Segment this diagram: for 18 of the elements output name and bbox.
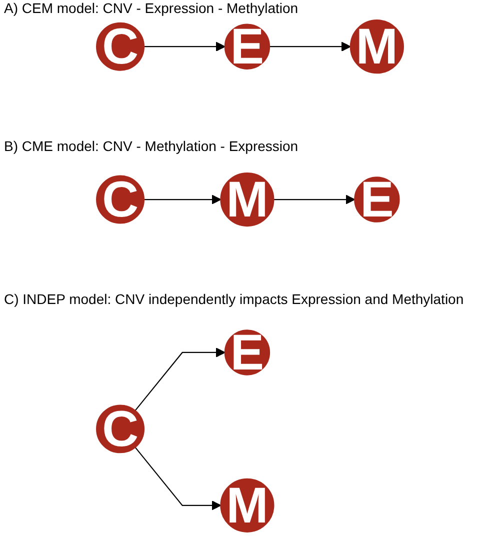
node-circle: C xyxy=(96,175,145,224)
node-circle: E xyxy=(354,176,400,222)
node-circle: C xyxy=(96,22,145,71)
arrow xyxy=(144,42,226,52)
node-circle: M xyxy=(220,172,274,227)
panel-title: A) CEM model: CNV - Expression - Methylation xyxy=(4,0,298,16)
node-circle: M xyxy=(220,478,274,532)
panel-title: B) CME model: CNV - Methylation - Expression xyxy=(4,138,298,154)
node-circle: E xyxy=(224,24,270,70)
node-circle: M xyxy=(350,20,404,74)
node-circle: C xyxy=(96,404,145,454)
arrow xyxy=(274,194,356,204)
arrow xyxy=(270,42,351,52)
arrow xyxy=(144,194,222,204)
panel-title: C) INDEP model: CNV independently impacts Expression and Methylation xyxy=(4,290,464,307)
arrow xyxy=(134,348,226,411)
arrow xyxy=(134,447,222,510)
node-circle: E xyxy=(224,330,270,376)
